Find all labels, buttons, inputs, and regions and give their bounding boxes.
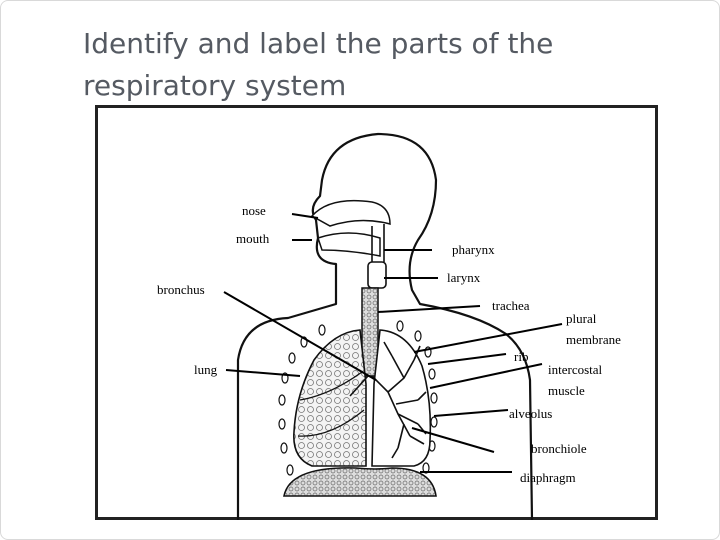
label-trachea: trachea [492,298,530,313]
label-pharynx: pharynx [452,242,495,257]
label-lung: lung [194,362,218,377]
pharynx-tube [371,224,385,262]
label-nose: nose [242,203,266,218]
right-lung [371,329,432,467]
label-diaphragm: diaphragm [520,470,576,485]
leader-lines [223,213,563,473]
left-lung-lobe [297,371,365,437]
label-bronchus: bronchus [157,282,205,297]
label-plural-line1: plural [566,311,597,326]
left-lung [293,329,367,467]
label-alveolus: alveolus [509,406,552,421]
label-rib: rib [514,349,528,364]
label-intercostal-line1: intercostal [548,362,603,377]
label-bronchiole: bronchiole [531,441,587,456]
larynx [367,261,387,289]
label-plural-line2: membrane [566,332,621,347]
body-outline [236,132,534,521]
slide-title: Identify and label the parts of the resp… [83,27,554,102]
diaphragm-band [283,467,437,497]
left-bronchus [349,375,369,397]
label-larynx: larynx [447,270,481,285]
oral-cavity [317,232,381,257]
nasal-cavity [310,199,391,227]
label-intercostal-line2: muscle [548,383,585,398]
label-mouth: mouth [236,231,270,246]
bronchial-tree [371,341,427,459]
